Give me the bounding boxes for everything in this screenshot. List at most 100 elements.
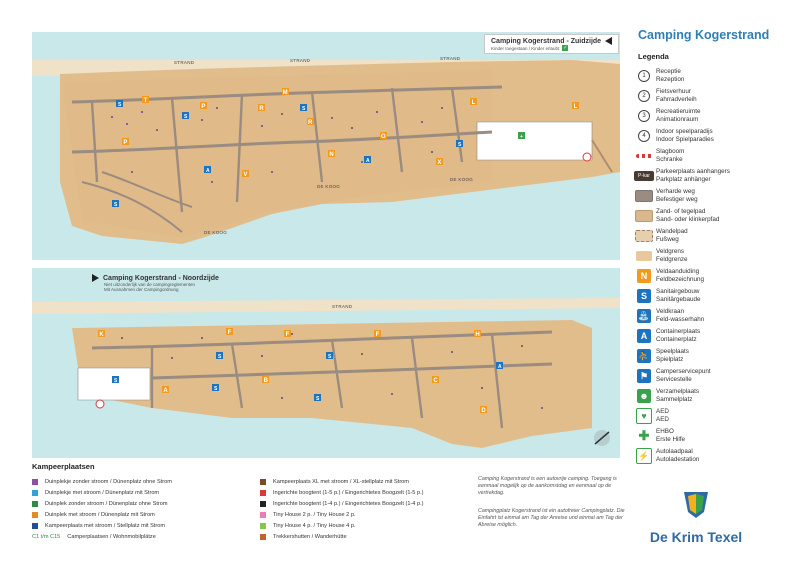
svg-text:S: S xyxy=(218,354,222,360)
legend-label-de: Servicestelle xyxy=(656,376,692,383)
svg-text:S: S xyxy=(184,114,188,120)
pitch-type-row: Duinplekje met stroom / Dünenplatz mit S… xyxy=(32,487,172,498)
legend-label-de: Autoladestation xyxy=(656,456,700,463)
road-label: DE KOOG xyxy=(204,230,228,235)
legend-label-nl: Autolaadpaal xyxy=(656,448,693,455)
number-circle-icon: 3 xyxy=(638,110,650,122)
svg-text:P: P xyxy=(201,104,205,110)
map-south-drawing: T R R O X V L L P P M N S S S A A S S + xyxy=(32,32,620,260)
pitch-color-swatch xyxy=(260,522,266,529)
svg-text:A: A xyxy=(498,364,502,370)
first-aid-icon: ✚ xyxy=(637,428,651,443)
map-south-header: Camping Kogerstrand - Zuidzijde Kinder t… xyxy=(484,34,620,54)
map-south[interactable]: T R R O X V L L P P M N S S S A A S S + … xyxy=(32,32,620,260)
legend-label-de: Sand- oder klinkerpfad xyxy=(656,216,720,223)
facility-icon: S xyxy=(637,289,651,303)
legend-label-de: Feldbezeichnung xyxy=(656,276,704,283)
pitch-type-label: Tiny House 4 p. / Tiny House 4 p. xyxy=(273,522,356,529)
svg-text:S: S xyxy=(114,378,118,384)
svg-text:A: A xyxy=(163,388,168,394)
facility-icon: ⛲ xyxy=(637,309,651,323)
map-south-title: Camping Kogerstrand - Zuidzijde xyxy=(491,37,602,45)
svg-text:S: S xyxy=(458,142,462,148)
arrow-left-icon xyxy=(605,37,613,45)
legend-label-de: Feld-wasserhahn xyxy=(656,316,705,323)
legend-label-de: Indoor Spielparadies xyxy=(656,136,714,143)
map-north[interactable]: K F F F H B A D C S S S S A S Camping Ko… xyxy=(32,268,620,458)
legend-label-de: Schranke xyxy=(656,156,683,163)
svg-text:X: X xyxy=(437,160,441,166)
svg-text:S: S xyxy=(328,354,332,360)
camper-label: Camperplaatsen / Wohnmobilplätze xyxy=(67,533,156,540)
pitch-type-label: Tiny House 2 p. / Tiny House 2 p. xyxy=(273,511,356,518)
legend-label-nl: Zand- of tegelpad xyxy=(656,208,706,215)
legend-label-de: AED xyxy=(656,416,669,423)
road-label: DE KOOG xyxy=(450,177,474,182)
charging-station-icon: ⚡ xyxy=(636,448,652,464)
pitch-type-row: Tiny House 2 p. / Tiny House 2 p. xyxy=(260,509,424,520)
number-circle-icon: 2 xyxy=(638,90,650,102)
svg-text:S: S xyxy=(214,386,218,392)
kampeerplaatsen-title: Kampeerplaatsen xyxy=(32,462,95,471)
legend-label-nl: Receptie xyxy=(656,68,681,75)
strand-label: STRAND xyxy=(174,60,195,65)
legend-subtitle: Legenda xyxy=(638,52,669,61)
pitch-type-label: Trekkershutten / Wanderhütte xyxy=(273,533,347,540)
brand-name: De Krim Texel xyxy=(649,529,743,545)
pitch-color-swatch xyxy=(32,500,38,507)
legend-label-de: Parkplatz anhänger xyxy=(656,176,711,183)
legend-label-nl: Verzamelplaats xyxy=(656,388,700,395)
pitch-type-row: Duinplekje zonder stroom / Dünenplatz oh… xyxy=(32,476,172,487)
kampeerplaatsen-legend: Kampeerplaatsen Duinplekje zonder stroom… xyxy=(32,462,632,540)
svg-text:A: A xyxy=(366,158,370,164)
svg-text:O: O xyxy=(381,134,386,140)
svg-text:R: R xyxy=(259,106,264,112)
pitch-type-label: Ingerichte boogtent (1-5 p.) / Eingerich… xyxy=(273,489,424,496)
legend-label-nl: Veldaanduiding xyxy=(656,268,700,275)
trailer-parking-icon: P-kar xyxy=(634,171,654,181)
svg-text:F: F xyxy=(228,330,232,336)
pitch-type-label: Kampeerplaats met stroom / Stellplatz mi… xyxy=(45,522,165,529)
svg-text:C: C xyxy=(433,378,438,384)
legend-label-nl: Parkeerplaats aanhangers xyxy=(656,168,730,175)
pitch-type-row: Duinplek met stroom / Dünenplatz mit Str… xyxy=(32,509,172,520)
legend-title: Camping Kogerstrand xyxy=(638,28,770,42)
svg-text:S: S xyxy=(316,396,320,402)
svg-text:B: B xyxy=(264,378,269,384)
svg-text:F: F xyxy=(286,332,290,338)
legend-label-nl: Veldkraan xyxy=(656,308,685,315)
de-krim-logo-icon xyxy=(684,492,708,518)
legend-label-nl: Verharde weg xyxy=(656,188,695,195)
road-label: DE KOOG xyxy=(317,184,341,189)
map-north-subtitle-2: Mit Ausnahmen der Campingordnung xyxy=(104,287,179,292)
number-circle-icon: 4 xyxy=(638,130,650,142)
svg-text:S: S xyxy=(114,202,118,208)
pitch-color-swatch xyxy=(32,478,38,485)
svg-text:L: L xyxy=(472,100,476,106)
pitch-type-label: Duinplek zonder stroom / Dünenplatz ohne… xyxy=(45,500,168,507)
pitch-color-swatch xyxy=(32,511,38,518)
note-dutch: Camping Kogerstrand is een autovrije cam… xyxy=(478,476,617,496)
svg-text:K: K xyxy=(99,332,104,338)
map-north-title: Camping Kogerstrand - Noordzijde xyxy=(103,274,219,282)
svg-text:R: R xyxy=(308,120,313,126)
